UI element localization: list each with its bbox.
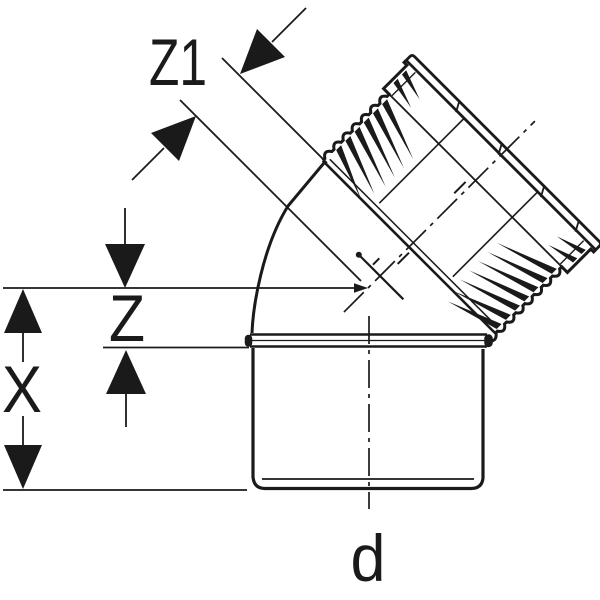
- sleeve-silhouette-upper: [321, 59, 410, 162]
- inner-stop-dot: [355, 251, 362, 258]
- rib-spike: [336, 145, 361, 199]
- z1-arrow-downleft-icon: [240, 29, 285, 74]
- rib-spike: [363, 117, 395, 178]
- inner-stop-line: [358, 253, 405, 301]
- z-dimension-label: Z: [109, 281, 145, 355]
- z-arrow-down-icon: [105, 244, 145, 288]
- z1-upper-tail-line: [271, 7, 307, 43]
- rib-spike: [354, 126, 386, 187]
- collar-spike: [556, 236, 586, 255]
- dimension-z: Z: [105, 208, 146, 427]
- rib-spike: [459, 279, 521, 311]
- rim-notch-ticks: [455, 100, 580, 233]
- rib-spikes-lower: [447, 242, 557, 330]
- bend-outer-curve: [250, 162, 326, 334]
- rib-spike: [372, 108, 405, 169]
- bottom-socket-outline: [251, 348, 485, 491]
- x-dimension-label: X: [2, 352, 42, 426]
- bore-line-lower: [452, 191, 538, 278]
- collar-spike: [401, 70, 420, 100]
- collar-inner-line-lower: [559, 240, 585, 265]
- x-arrow-down-icon: [4, 445, 42, 489]
- d-dimension-label: d: [351, 521, 386, 595]
- bend-body: [250, 162, 326, 334]
- z-arrow-up-icon: [106, 350, 146, 394]
- rib-spike: [469, 270, 530, 302]
- rib-spike: [487, 251, 548, 284]
- collar-spike: [393, 78, 412, 108]
- rib-spikes-upper: [336, 99, 414, 199]
- dimension-x: X: [2, 289, 42, 489]
- z1-extension-line-outer: [221, 57, 328, 164]
- vertex-arrow-icon: [354, 283, 368, 293]
- bottom-socket: [244, 316, 493, 509]
- collar-spikes: [393, 70, 586, 263]
- collar-spike: [548, 244, 578, 263]
- collar-inner-line-upper: [391, 71, 416, 97]
- sleeve-end-face-outer: [321, 159, 497, 335]
- rib-spike: [447, 301, 502, 330]
- sleeve-silhouette-lower: [487, 246, 597, 343]
- angled-socket: [321, 54, 600, 343]
- rib-spike: [345, 135, 375, 194]
- rib-spike: [478, 261, 539, 293]
- z1-extension-line-vertex: [179, 99, 362, 282]
- interior-dashes: [372, 181, 467, 266]
- vertex-reference: [3, 283, 368, 293]
- x-arrow-up-icon: [4, 289, 42, 333]
- dimension-z1: Z1: [131, 7, 362, 282]
- bore-line-upper: [378, 118, 465, 204]
- rib-spike: [452, 290, 511, 320]
- z1-dimension-label: Z1: [149, 25, 207, 99]
- rib-spike: [382, 99, 414, 160]
- rib-spike: [496, 242, 557, 274]
- angled-socket-center-line: [343, 120, 536, 313]
- collar-face-line: [388, 93, 563, 268]
- z1-arrow-upright-icon: [151, 116, 196, 161]
- socket-mouth-rim: [404, 54, 600, 252]
- z1-lower-tail-line: [131, 147, 165, 181]
